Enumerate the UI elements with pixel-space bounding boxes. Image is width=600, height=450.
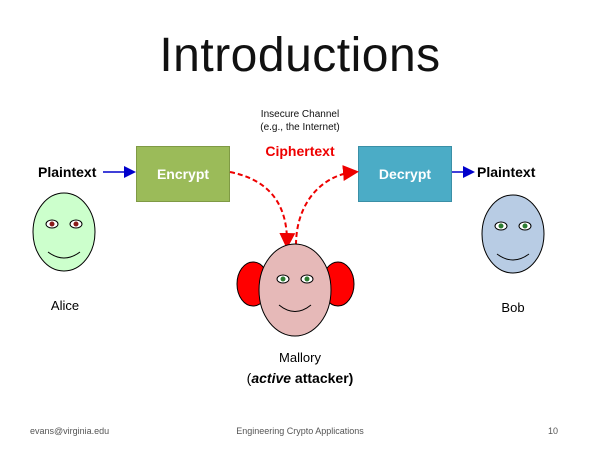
bob-face <box>481 194 545 274</box>
role-attacker: attacker) <box>291 370 354 386</box>
footer-email: evans@virginia.edu <box>30 426 110 436</box>
alice-label: Alice <box>50 298 80 313</box>
channel-line-1: Insecure Channel <box>260 109 340 120</box>
encrypt-box: Encrypt <box>136 146 230 202</box>
role-active: active <box>251 370 292 386</box>
footer-page-number: 10 <box>548 426 559 436</box>
ciphertext-label: Ciphertext <box>265 143 335 159</box>
channel-label: Insecure Channel (e.g., the Internet) <box>230 108 370 134</box>
footer-course: Engineering Crypto Applications <box>236 426 364 436</box>
bob-label: Bob <box>501 300 525 315</box>
mallory-label: Mallory <box>279 350 321 365</box>
plaintext-right-label: Plaintext <box>477 164 536 180</box>
plaintext-left-label: Plaintext <box>38 164 97 180</box>
role-paren: ( <box>246 370 252 386</box>
decrypt-box: Decrypt <box>358 146 452 202</box>
encrypt-to-mallory-arrow <box>229 171 296 249</box>
mallory-to-decrypt-arrow <box>295 165 359 246</box>
mallory-face <box>236 243 355 337</box>
slide-title: Introductions <box>159 29 441 82</box>
channel-line-2: (e.g., the Internet) <box>260 122 340 133</box>
alice-face <box>32 192 96 272</box>
mallory-role-label: (active attacker) <box>230 370 370 386</box>
